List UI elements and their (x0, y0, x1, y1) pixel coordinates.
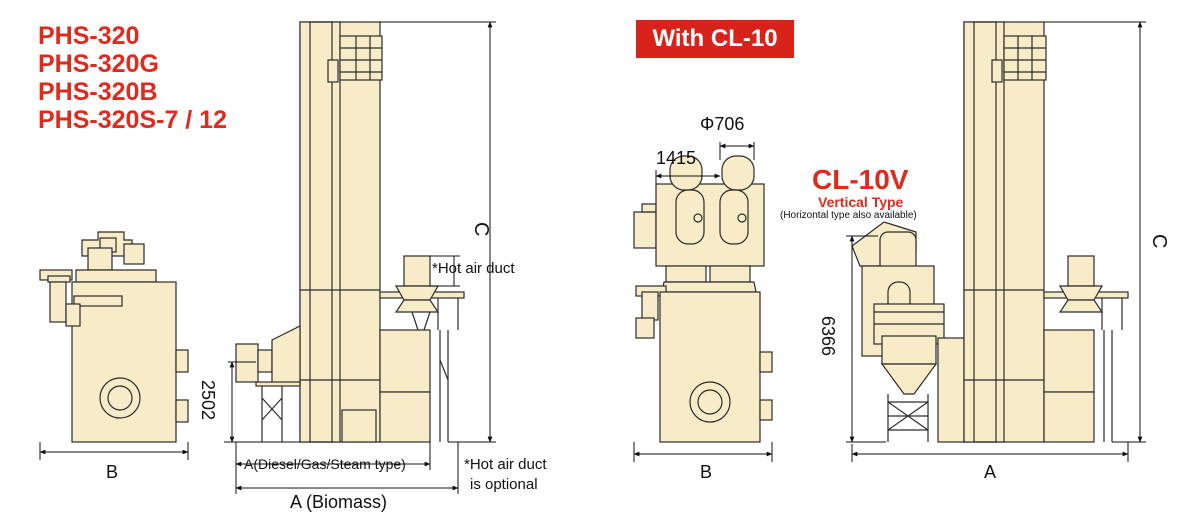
dimension-lines (39, 21, 1146, 494)
cl10-with-dryer-view (851, 21, 1129, 443)
dim-b-right: B (700, 462, 713, 482)
with-cl10-badge: With CL-10 (636, 20, 794, 58)
cl10-note: (Horizontal type also available) (780, 210, 917, 221)
dim-b-left: B (106, 462, 119, 482)
dim-a-diesel: A(Diesel/Gas/Steam type) (244, 456, 406, 472)
model-label: PHS-320B (38, 78, 158, 106)
optional-note-line2: is optional (470, 476, 538, 493)
dim-1415: 1415 (656, 148, 697, 168)
center-dryer-front-view (235, 21, 465, 443)
dim-phi706: Φ706 (700, 114, 745, 134)
right-dryer-front-view (633, 155, 773, 443)
hot-air-duct-label: *Hot air duct (432, 260, 515, 277)
cl10-title: CL-10V (812, 164, 909, 195)
model-label: PHS-320S-7 / 12 (38, 106, 227, 134)
model-label: PHS-320 (38, 22, 140, 50)
left-dryer-side-view (39, 231, 189, 443)
dim-a-biomass: A (Biomass) (290, 492, 388, 512)
optional-note-line1: *Hot air duct (464, 456, 547, 473)
cl10-subtitle: Vertical Type (818, 194, 904, 210)
dim-c-right: C (1148, 234, 1170, 249)
dim-a-right: A (984, 462, 997, 482)
dim-6366: 6366 (818, 316, 838, 357)
dim-c-left: C (470, 222, 492, 237)
dim-2502: 2502 (198, 380, 218, 421)
model-label: PHS-320G (38, 50, 159, 78)
